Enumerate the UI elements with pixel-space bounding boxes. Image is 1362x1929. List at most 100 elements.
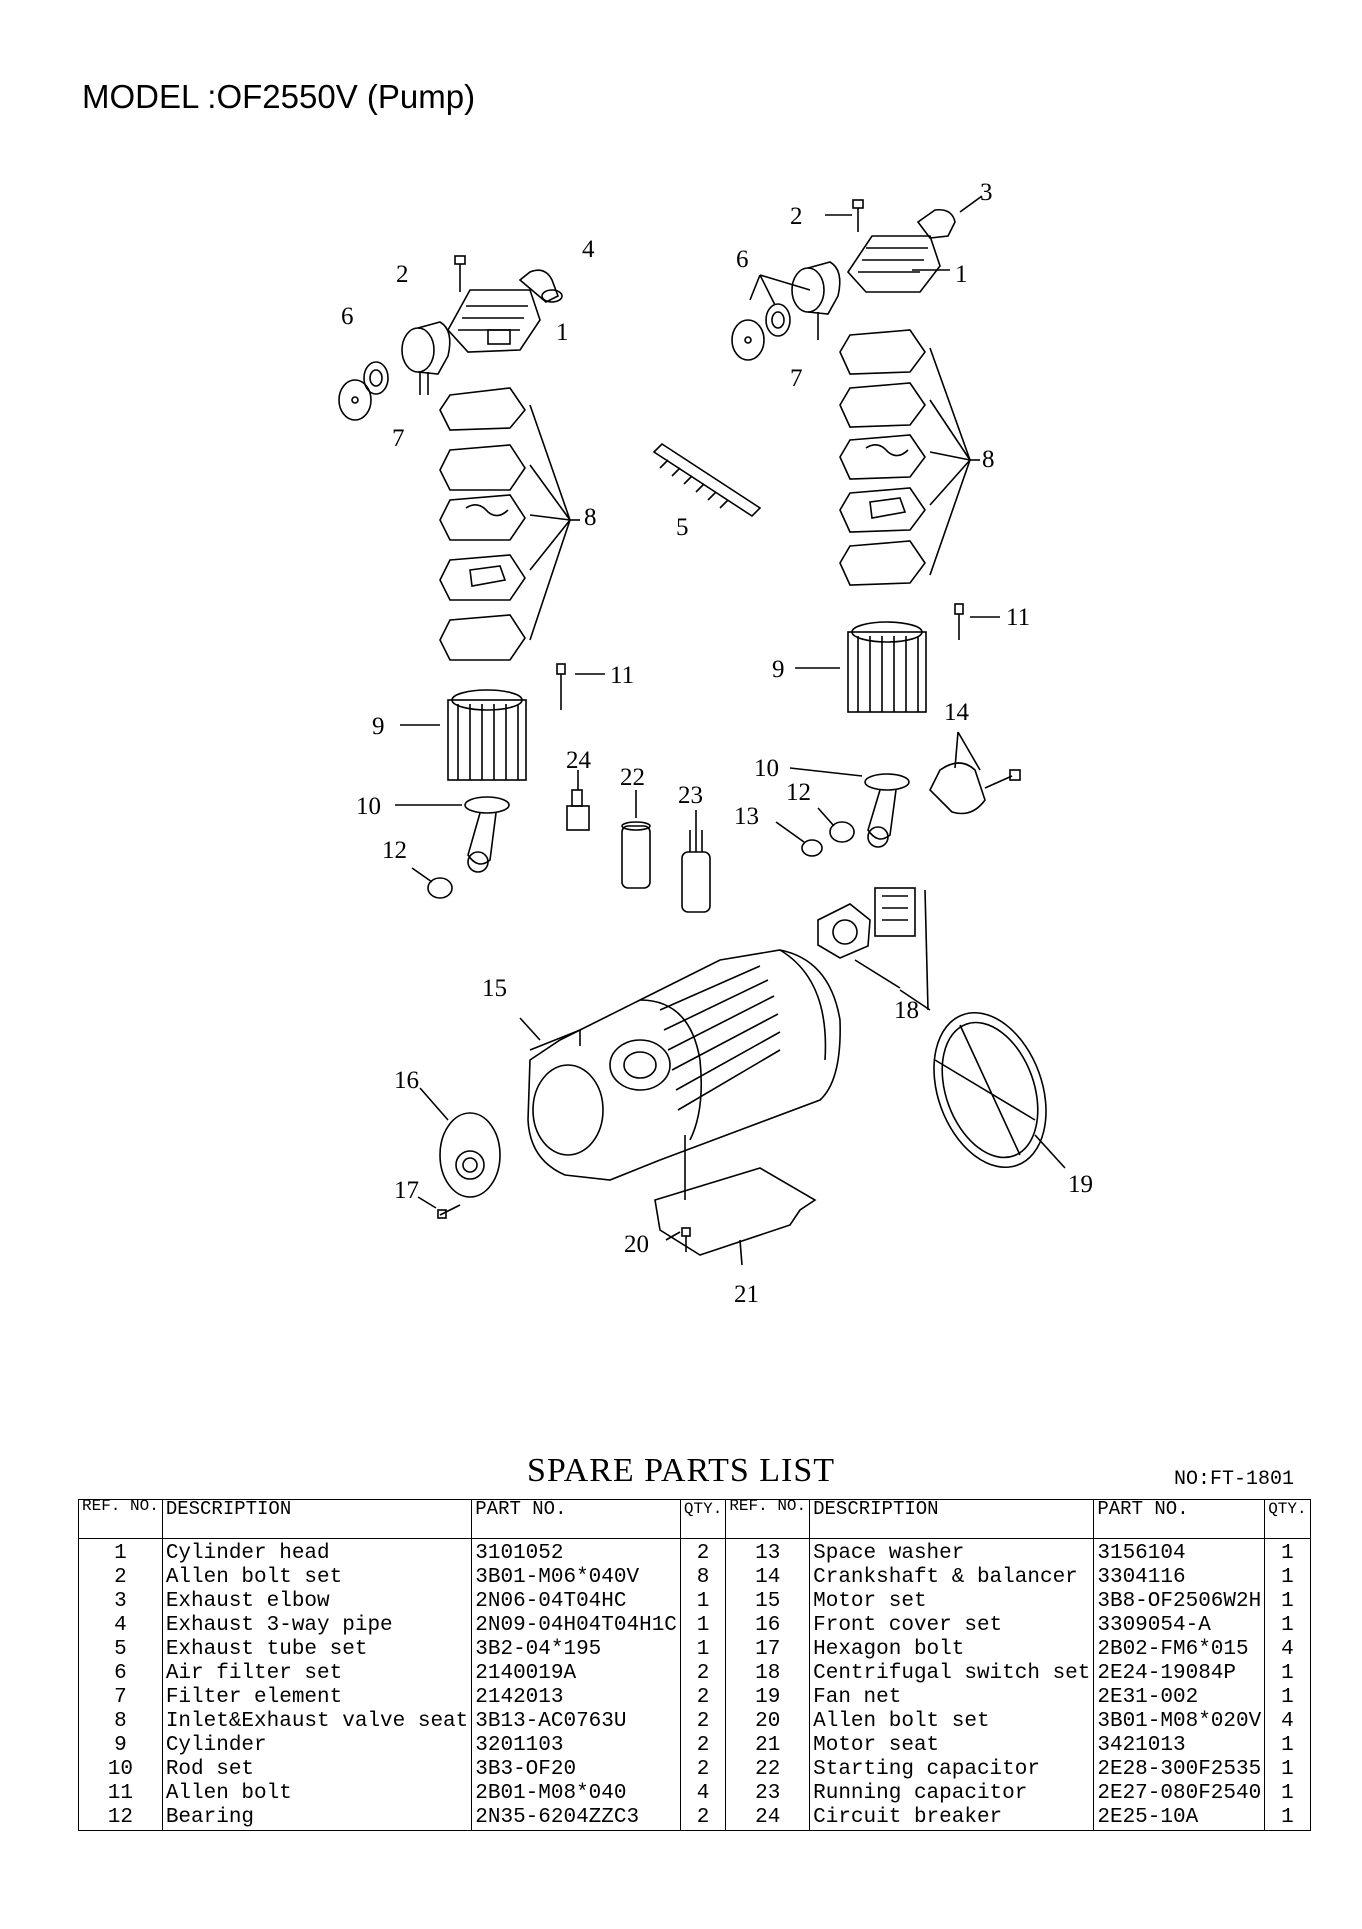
description-cell: Running capacitor (809, 1782, 1095, 1806)
callout-16: 16 (394, 1067, 419, 1094)
table-row: 2 Allen bolt set 3B01-M06*040V 8 14 Cran… (78, 1566, 1311, 1590)
left-allen-bolt-11 (556, 663, 605, 710)
right-rod-set (775, 767, 910, 857)
description-cell: Filter element (161, 1686, 473, 1710)
description-cell: Space washer (809, 1538, 1095, 1566)
qty-cell: 1 (1264, 1734, 1311, 1758)
ref-cell: 20 (725, 1710, 811, 1734)
callout-11-left: 11 (610, 662, 634, 689)
spare-parts-list-title: SPARE PARTS LIST (526, 1452, 836, 1489)
description-cell: Allen bolt (161, 1782, 473, 1806)
ref-cell: 2 (78, 1566, 163, 1590)
centrifugal-switch (817, 887, 931, 1011)
qty-cell: 1 (1264, 1566, 1311, 1590)
part-no-cell: 3B2-04*195 (471, 1638, 681, 1662)
ref-cell: 24 (725, 1806, 811, 1831)
qty-cell: 1 (1264, 1662, 1311, 1686)
description-cell: Bearing (161, 1806, 473, 1831)
callout-10-right: 10 (754, 755, 779, 782)
table-row: 11 Allen bolt 2B01-M08*040 4 23 Running … (78, 1782, 1311, 1806)
ref-cell: 17 (725, 1638, 811, 1662)
callout-23: 23 (678, 782, 703, 809)
circuit-breaker (566, 770, 590, 831)
part-no-cell: 3B01-M08*020V (1093, 1710, 1266, 1734)
callout-15: 15 (482, 975, 507, 1002)
front-cover (419, 1087, 501, 1198)
right-valve-seat-stack (839, 329, 980, 586)
part-no-header: PART NO. (471, 1499, 681, 1539)
part-no-cell: 2N35-6204ZZC3 (471, 1806, 681, 1831)
callout-14: 14 (944, 699, 970, 726)
ref-cell: 5 (78, 1638, 163, 1662)
qty-cell: 2 (679, 1710, 727, 1734)
callout-5: 5 (676, 514, 689, 541)
ref-cell: 10 (78, 1758, 163, 1782)
ref-cell: 16 (725, 1614, 811, 1638)
fan-net (933, 1011, 1066, 1169)
part-no-cell: 2N06-04T04HC (471, 1590, 681, 1614)
ref-cell: 23 (725, 1782, 811, 1806)
motor-set (519, 949, 841, 1181)
qty-cell: 1 (1264, 1590, 1311, 1614)
qty-cell: 2 (679, 1734, 727, 1758)
description-cell: Starting capacitor (809, 1758, 1095, 1782)
description-cell: Front cover set (809, 1614, 1095, 1638)
callout-12-left: 12 (382, 837, 407, 864)
ref-cell: 18 (725, 1662, 811, 1686)
callout-2-left: 2 (396, 261, 409, 288)
callout-22: 22 (620, 764, 645, 791)
table-row: 5 Exhaust tube set 3B2-04*195 1 17 Hexag… (78, 1638, 1311, 1662)
right-allen-bolt (825, 199, 864, 232)
table-row: 4 Exhaust 3-way pipe 2N09-04H04T04H1C 1 … (78, 1614, 1311, 1638)
callout-6-right: 6 (736, 246, 749, 273)
callout-19: 19 (1068, 1171, 1093, 1198)
qty-header: QTY. (679, 1499, 727, 1539)
part-no-cell: 2142013 (471, 1686, 681, 1710)
part-no-cell: 3101052 (471, 1538, 681, 1566)
callout-18: 18 (894, 997, 919, 1024)
ref-no-header: REF. NO. (78, 1498, 163, 1539)
qty-cell: 1 (1264, 1614, 1311, 1638)
left-allen-bolt (454, 255, 466, 292)
qty-cell: 1 (679, 1590, 727, 1614)
right-cylinder (795, 621, 927, 713)
qty-cell: 1 (1264, 1782, 1311, 1806)
description-cell: Exhaust 3-way pipe (161, 1614, 473, 1638)
qty-cell: 4 (1264, 1638, 1311, 1662)
callout-13: 13 (734, 803, 759, 830)
qty-cell: 2 (679, 1758, 727, 1782)
callout-8-left: 8 (584, 504, 597, 531)
part-no-cell: 3156104 (1093, 1538, 1266, 1566)
callout-2-right: 2 (790, 203, 803, 230)
right-cylinder-head (846, 235, 950, 293)
left-valve-seat-stack (439, 387, 580, 661)
description-cell: Cylinder (161, 1734, 473, 1758)
part-no-cell: 3304116 (1093, 1566, 1266, 1590)
description-cell: Air filter set (161, 1662, 473, 1686)
ref-cell: 7 (78, 1686, 163, 1710)
description-header: DESCRIPTION (161, 1499, 473, 1539)
qty-cell: 4 (679, 1782, 727, 1806)
table-row: 7 Filter element 2142013 2 19 Fan net 2E… (78, 1686, 1311, 1710)
callout-1-right: 1 (955, 261, 968, 288)
table-row: 1 Cylinder head 3101052 2 13 Space washe… (78, 1538, 1311, 1566)
running-capacitor (681, 810, 711, 913)
ref-cell: 6 (78, 1662, 163, 1686)
part-no-cell: 2E31-002 (1093, 1686, 1266, 1710)
callout-4: 4 (582, 236, 595, 263)
part-no-header: PART NO. (1093, 1499, 1266, 1539)
description-cell: Crankshaft & balancer (809, 1566, 1095, 1590)
part-no-cell: 2E24-19084P (1093, 1662, 1266, 1686)
left-rod-set (395, 796, 510, 899)
callout-17: 17 (394, 1177, 419, 1204)
allen-bolt-20 (665, 1227, 691, 1252)
qty-cell: 8 (679, 1566, 727, 1590)
description-cell: Allen bolt set (809, 1710, 1095, 1734)
ref-cell: 12 (78, 1806, 163, 1831)
ref-cell: 3 (78, 1590, 163, 1614)
qty-cell: 1 (1264, 1686, 1311, 1710)
ref-cell: 13 (725, 1538, 811, 1566)
ref-cell: 9 (78, 1734, 163, 1758)
ref-cell: 11 (78, 1782, 163, 1806)
qty-header: QTY. (1264, 1499, 1311, 1539)
